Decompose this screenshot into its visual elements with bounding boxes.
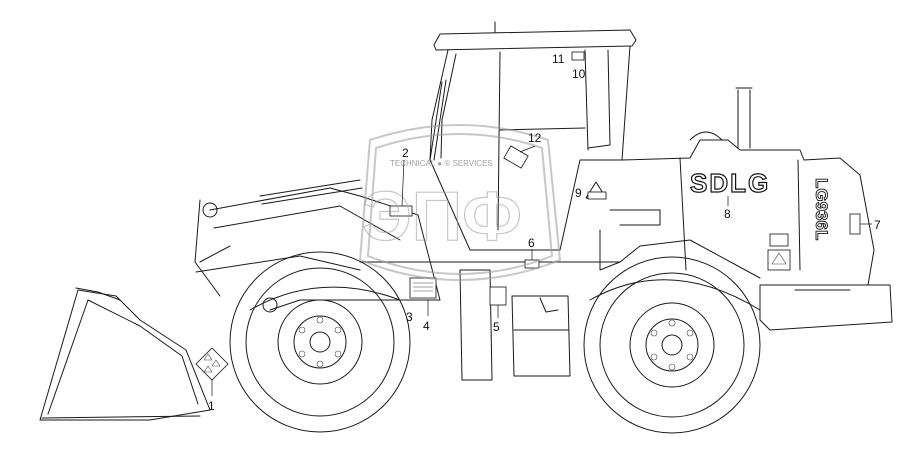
watermark-line: TECHNICAL ● ® SERVICES [390,159,493,168]
callouts: 1 2 3 4 5 6 7 8 9 10 11 12 [208,52,881,413]
decal-1-warning [195,347,229,381]
rear-wheel [583,256,761,434]
callout-2: 2 [402,146,409,160]
decal-12 [503,145,529,169]
decals [195,51,861,381]
decal-3-4-plate [409,277,437,299]
sdlg-logo-icon [585,181,607,200]
callout-12: 12 [528,131,542,145]
callout-9: 9 [575,186,582,200]
watermark-monogram: ЭПФ [362,177,522,255]
decal-7 [849,213,861,235]
callout-10: 10 [572,67,586,81]
decal-8-warning-stack [767,233,791,271]
callout-3: 3 [406,310,413,324]
brand-lettering: SDLG [690,168,770,198]
watermark: ЭПФ TECHNICAL ● ® SERVICES [358,124,562,281]
decal-11 [571,51,585,61]
loader-body [39,21,893,421]
decal-2 [389,205,413,217]
front-wheel [229,251,411,433]
callout-7: 7 [874,218,881,232]
model-lettering: LG936L [812,178,831,240]
decal-5 [489,286,507,306]
callout-5: 5 [493,320,500,334]
callout-1: 1 [208,399,215,413]
callout-4: 4 [423,319,430,333]
callout-6: 6 [528,236,535,250]
callout-11: 11 [552,52,565,66]
callout-8: 8 [724,207,731,221]
